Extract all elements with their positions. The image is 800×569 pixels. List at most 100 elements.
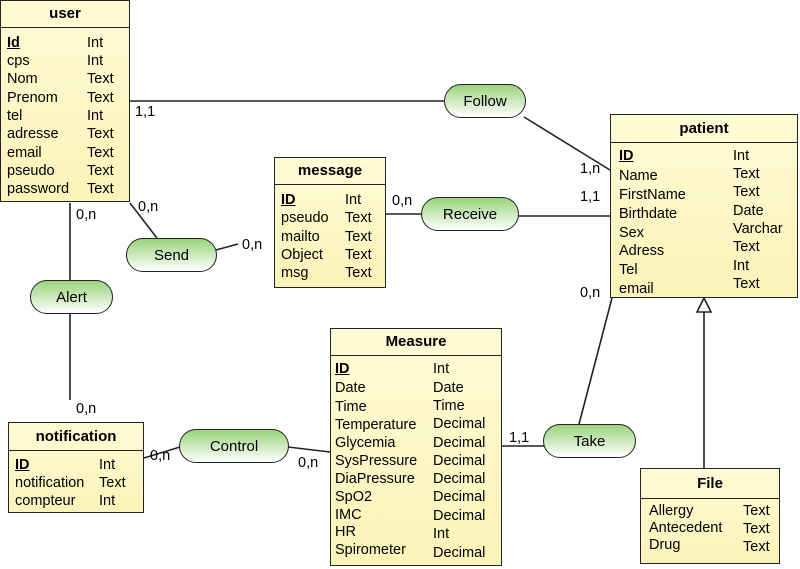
- attr-type: Decimal: [433, 453, 486, 469]
- relation-follow: Follow: [444, 84, 526, 118]
- line-send-right: [215, 243, 239, 251]
- attr-name: Name: [619, 168, 658, 184]
- line-notification-control: [143, 446, 181, 459]
- attr-name: Spirometer: [335, 542, 406, 558]
- attr-type: Text: [99, 475, 126, 491]
- attr-type: Int: [733, 258, 750, 274]
- attr-type: Text: [345, 210, 372, 226]
- attr-type: Text: [87, 71, 114, 87]
- cardinality-label: 1,1: [509, 430, 530, 446]
- attr-type: Int: [345, 192, 362, 208]
- attr-type: Date: [733, 203, 764, 219]
- entity-title: Measure: [331, 329, 501, 356]
- attr-type: Text: [87, 126, 114, 142]
- attr-type: Text: [87, 181, 114, 197]
- attr-name: Allergy: [649, 503, 694, 519]
- attr-name: pseudo: [281, 210, 329, 226]
- attr-name: SpO2: [335, 489, 373, 505]
- attr-type: Text: [733, 166, 760, 182]
- cardinality-label: 0,n: [138, 199, 159, 215]
- attr-name: FirstName: [619, 187, 686, 203]
- attr-type: Date: [433, 380, 464, 396]
- cardinality-label: 0,n: [392, 193, 413, 209]
- attr-name: SysPressure: [335, 453, 418, 469]
- line-user-send: [129, 202, 161, 243]
- attr-name: Glycemia: [335, 435, 396, 451]
- attr-name: Birthdate: [619, 206, 678, 222]
- attr-type: Text: [87, 90, 114, 106]
- relation-receive: Receive: [421, 197, 519, 231]
- attr-name: msg: [281, 265, 309, 281]
- attr-name: password: [7, 181, 70, 197]
- attr-type: Text: [345, 247, 372, 263]
- attr-name: Sex: [619, 225, 644, 241]
- attr-name: Time: [335, 399, 367, 415]
- attr-name: email: [7, 145, 42, 161]
- attr-type: Int: [433, 361, 450, 377]
- attr-name: Adress: [619, 243, 665, 259]
- attr-type: Text: [743, 539, 770, 555]
- attr-name: ID: [335, 361, 350, 377]
- relation-take: Take: [543, 424, 636, 458]
- attr-type: Decimal: [433, 545, 486, 561]
- attr-name: Nom: [7, 71, 38, 87]
- attr-type: Text: [733, 276, 760, 292]
- attr-type: Decimal: [433, 435, 486, 451]
- attr-type: Decimal: [433, 489, 486, 505]
- cardinality-label: 0,n: [298, 455, 319, 471]
- attr-name: ID: [15, 457, 30, 473]
- attr-name: ID: [619, 148, 634, 164]
- attr-type: Text: [733, 184, 760, 200]
- entity-title: notification: [9, 423, 143, 451]
- entity-title: message: [275, 158, 385, 185]
- cardinality-label: 0,n: [150, 448, 171, 464]
- attr-type: Int: [99, 457, 116, 473]
- cardinality-label: 0,n: [242, 237, 263, 253]
- entity-title: File: [641, 469, 779, 499]
- attr-name: mailto: [281, 229, 320, 245]
- entity-title: user: [1, 1, 129, 28]
- attr-type: Text: [733, 239, 760, 255]
- cardinality-label: 1,1: [135, 104, 156, 120]
- cardinality-label: 0,n: [76, 401, 97, 417]
- attr-name: Date: [335, 380, 366, 396]
- entity-title: patient: [611, 115, 797, 143]
- line-take-patient: [577, 297, 613, 429]
- attr-type: Text: [743, 503, 770, 519]
- relation-control: Control: [179, 429, 289, 463]
- attr-type: Int: [733, 148, 750, 164]
- attr-type: Int: [99, 493, 116, 509]
- attr-name: Tel: [619, 262, 638, 278]
- attr-name: Object: [281, 247, 323, 263]
- attr-type: Text: [743, 521, 770, 537]
- attr-name: adresse: [7, 126, 59, 142]
- attr-type: Text: [345, 265, 372, 281]
- inheritance-arrow-icon: [695, 296, 713, 313]
- attr-name: pseudo: [7, 163, 55, 179]
- attr-name: Drug: [649, 537, 681, 553]
- attr-type: Int: [87, 53, 104, 69]
- cardinality-label: 1,1: [580, 189, 601, 205]
- attr-type: Decimal: [433, 416, 486, 432]
- attr-name: DiaPressure: [335, 471, 415, 487]
- attr-name: Prenom: [7, 90, 58, 106]
- attr-type: Decimal: [433, 471, 486, 487]
- attr-type: Int: [87, 35, 104, 51]
- attr-name: Id: [7, 35, 20, 51]
- attr-name: Temperature: [335, 417, 417, 433]
- attr-name: email: [619, 281, 654, 297]
- cardinality-label: 0,n: [76, 207, 97, 223]
- attr-name: HR: [335, 524, 356, 540]
- attr-type: Text: [87, 145, 114, 161]
- attr-name: cps: [7, 53, 30, 69]
- attr-type: Int: [433, 526, 450, 542]
- attr-type: Text: [345, 229, 372, 245]
- attr-name: tel: [7, 108, 23, 124]
